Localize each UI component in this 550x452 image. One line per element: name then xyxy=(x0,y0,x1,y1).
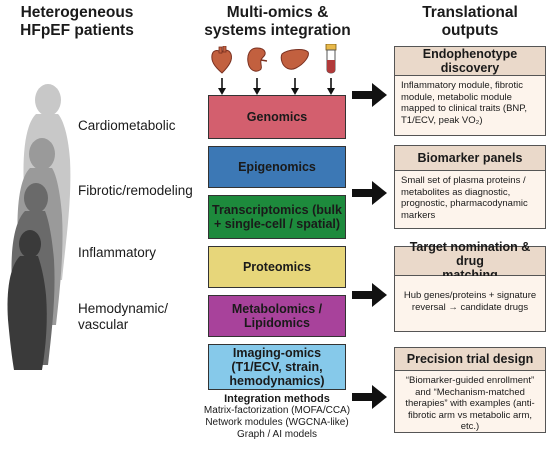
down-arrow-heart xyxy=(218,78,226,95)
omics-label-proteomics: Proteomics xyxy=(242,260,312,274)
down-arrow-tube xyxy=(327,78,335,95)
patient-label-inflammatory: Inflammatory xyxy=(78,245,157,260)
output-target-title: Target nomination & drug matching xyxy=(394,240,546,282)
omics-label-epigenomics: Epigenomics xyxy=(238,160,316,174)
omics-label-genomics: Genomics xyxy=(246,110,308,124)
patient-label-hemodynamic: Hemodynamic/ vascular xyxy=(78,301,169,332)
omics-metabolomics: Metabolomics / Lipidomics xyxy=(208,295,346,337)
omics-epigenomics: Epigenomics xyxy=(208,146,346,188)
omics-label-transcriptomics: Transcriptomics (bulk + single-cell / sp… xyxy=(212,203,342,231)
output-trial-title: Precision trial design xyxy=(394,347,546,371)
blood-tube-icon xyxy=(325,44,337,74)
output-endophenotype-body: Inflammatory module, fibrotic module, me… xyxy=(394,76,546,136)
heart-icon xyxy=(211,46,232,74)
omics-label-metabolomics: Metabolomics / Lipidomics xyxy=(231,302,323,330)
omics-transcriptomics: Transcriptomics (bulk + single-cell / sp… xyxy=(208,195,346,239)
right-arrow-endophenotype xyxy=(352,83,387,107)
omics-imaging: Imaging-omics (T1/ECV, strain, hemodynam… xyxy=(208,344,346,390)
silhouette-hemodynamic xyxy=(7,230,47,370)
output-biomarker-body: Small set of plasma proteins / metabolit… xyxy=(394,171,546,229)
right-arrow-biomarker xyxy=(352,181,387,205)
integration-method-item: Matrix-factorization (MOFA/CCA) xyxy=(203,405,351,416)
integration-method-item: Graph / AI models xyxy=(236,429,318,440)
output-biomarker-title: Biomarker panels xyxy=(394,145,546,171)
output-target-body: Hub genes/proteins + signature reversal … xyxy=(394,276,546,332)
right-arrow-target xyxy=(352,283,387,307)
omics-label-imaging: Imaging-omics (T1/ECV, strain, hemodynam… xyxy=(229,346,325,388)
patient-label-fibrotic: Fibrotic/remodeling xyxy=(78,183,193,198)
down-arrow-liver xyxy=(291,78,299,95)
integration-methods-title: Integration methods xyxy=(224,393,330,405)
patient-label-cardiometabolic: Cardiometabolic xyxy=(78,118,176,133)
right-arrow-trial xyxy=(352,385,387,409)
output-endophenotype-title: Endophenotype discovery xyxy=(394,46,546,76)
integration-methods: Integration methods Matrix-factorization… xyxy=(186,393,368,441)
patients-column-title: Heterogeneous HFpEF patients xyxy=(20,4,134,39)
kidney-icon xyxy=(247,47,268,72)
down-arrow-kidney xyxy=(253,78,261,95)
patient-silhouettes xyxy=(7,84,71,370)
integration-method-item: Network modules (WGCNA-like) xyxy=(205,417,349,428)
output-trial-body: “Biomarker-guided enrollment” and “Mecha… xyxy=(394,371,546,433)
integration-column-title: Multi-omics & systems integration xyxy=(204,4,351,39)
omics-genomics: Genomics xyxy=(208,95,346,139)
omics-proteomics: Proteomics xyxy=(208,246,346,288)
outputs-column-title: Translational outputs xyxy=(422,4,518,39)
liver-icon xyxy=(280,49,309,70)
